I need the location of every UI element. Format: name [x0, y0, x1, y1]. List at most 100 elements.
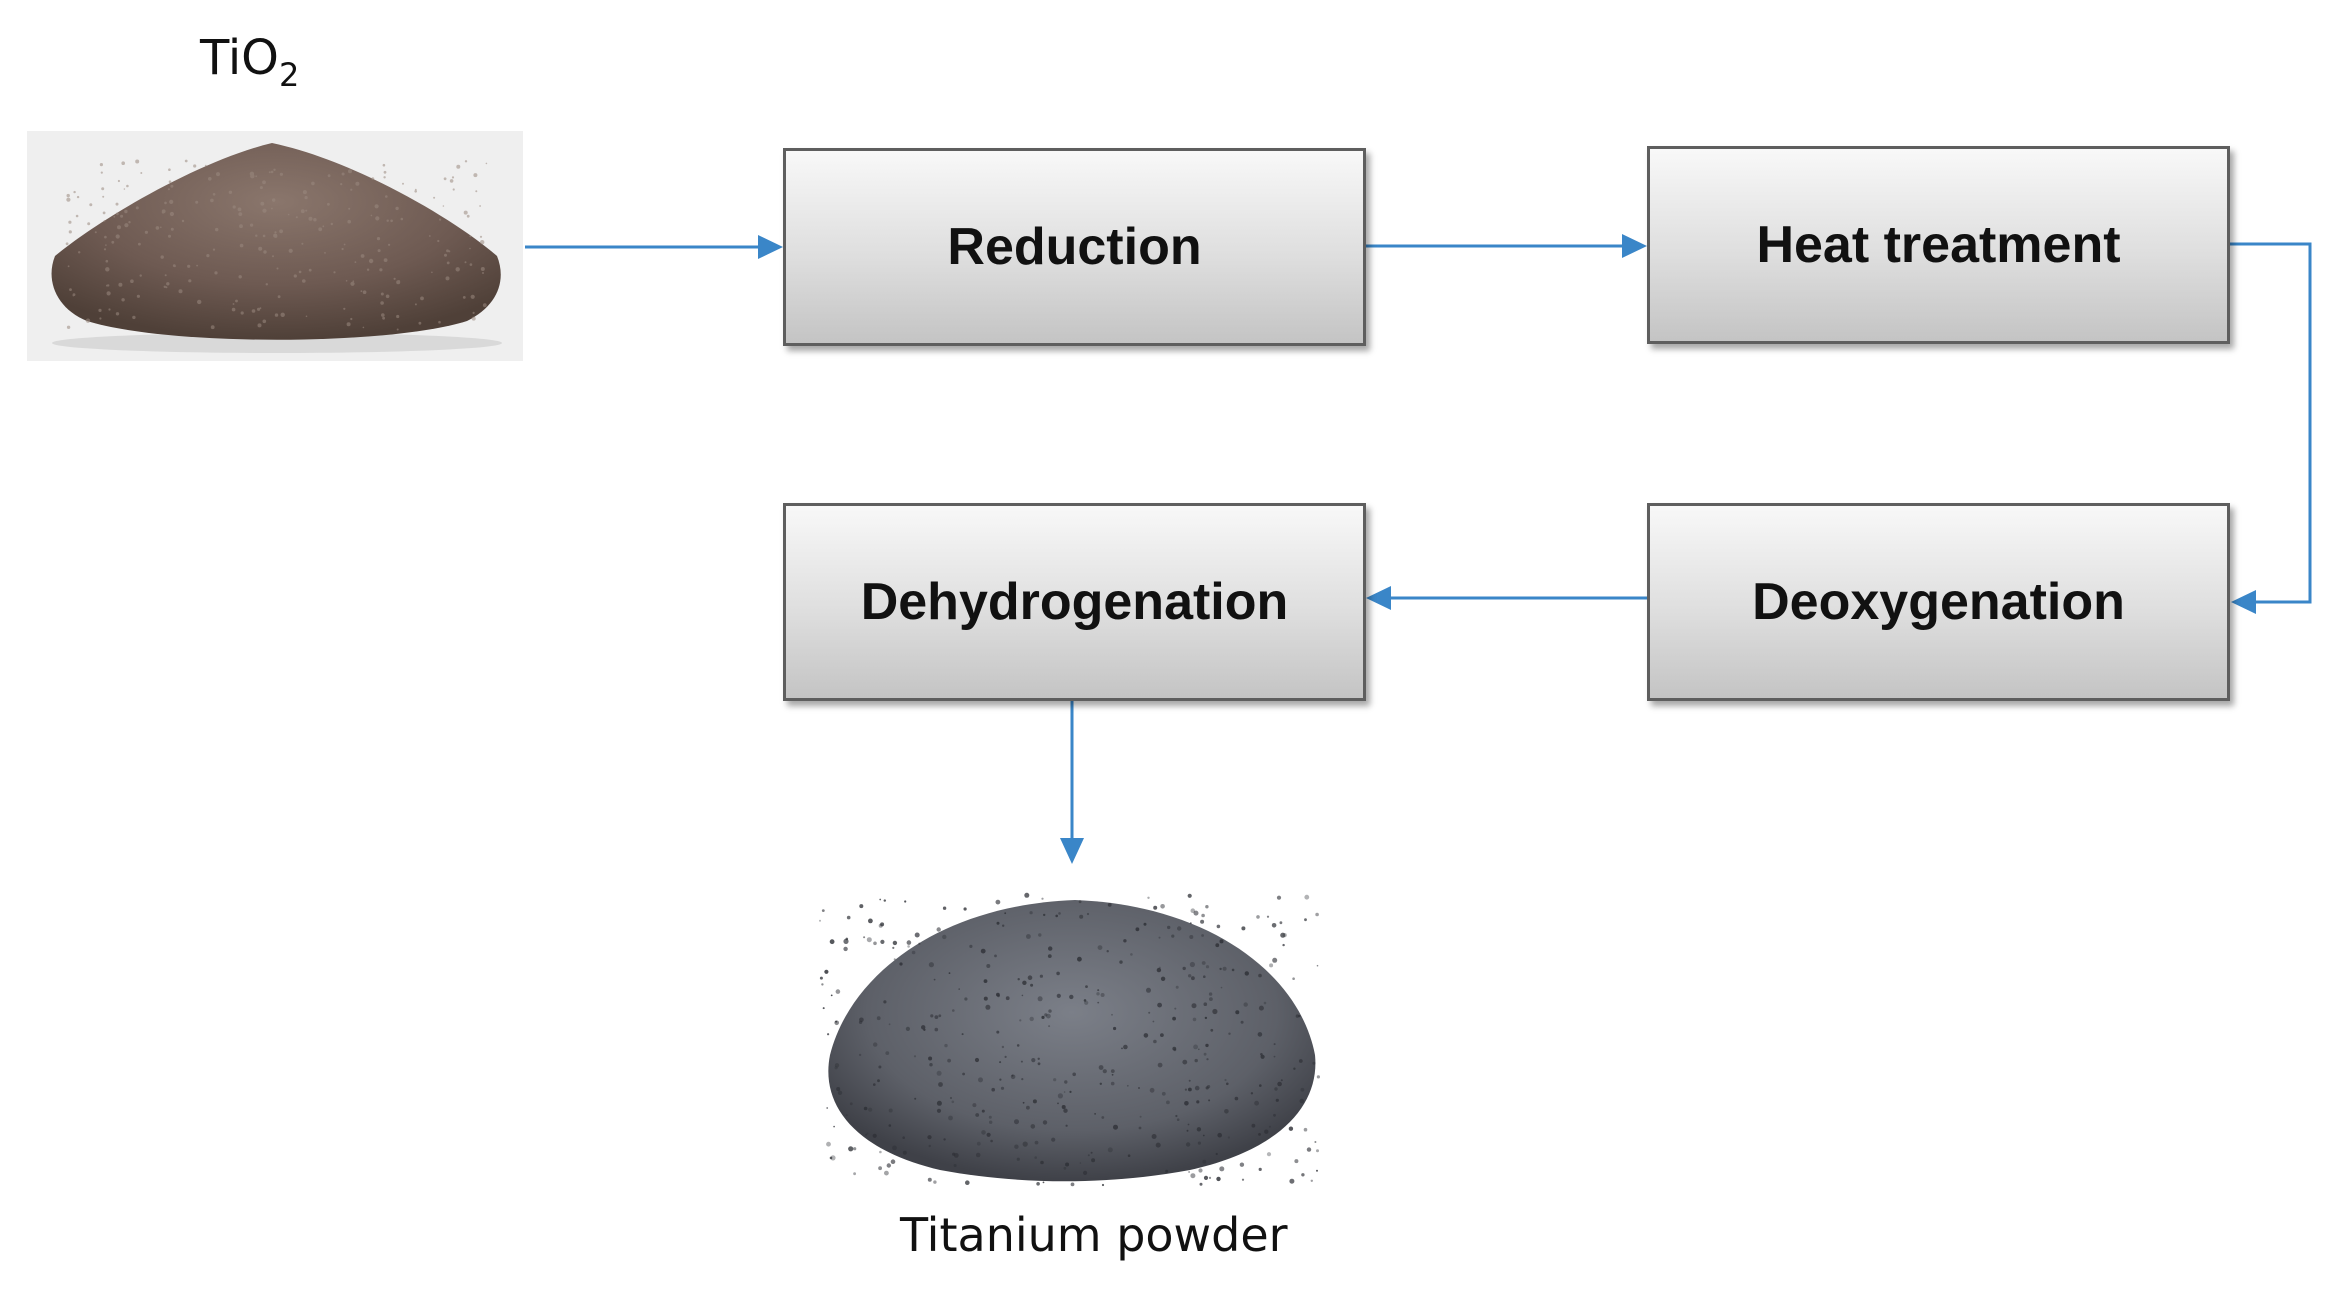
powder-grain	[1257, 1032, 1263, 1037]
powder-grain	[371, 177, 375, 180]
powder-grain	[943, 1138, 946, 1141]
powder-grain	[1030, 983, 1034, 987]
powder-grain	[985, 1004, 991, 1010]
powder-grain	[907, 945, 910, 948]
powder-grain	[437, 239, 440, 243]
powder-grain	[1051, 1137, 1056, 1142]
powder-grain	[1042, 1181, 1045, 1184]
powder-grain	[330, 222, 333, 226]
powder-grain	[1032, 1099, 1037, 1104]
powder-grain	[360, 290, 363, 293]
powder-grain	[1241, 926, 1246, 931]
powder-grain	[350, 188, 353, 191]
powder-grain	[382, 316, 385, 320]
powder-grain	[1019, 1019, 1022, 1022]
powder-grain	[1097, 989, 1100, 992]
powder-grain	[1224, 1109, 1229, 1114]
powder-grain	[885, 1051, 890, 1055]
powder-grain	[1014, 1119, 1019, 1125]
step-heat-treatment-label: Heat treatment	[1756, 216, 2121, 274]
powder-grain	[1188, 974, 1192, 978]
powder-grain	[1194, 1085, 1200, 1091]
powder-grain	[117, 179, 120, 183]
powder-grain	[385, 195, 388, 198]
powder-grain	[479, 235, 483, 238]
powder-grain	[978, 1077, 983, 1083]
powder-grain	[1203, 1002, 1208, 1006]
powder-grain	[251, 309, 256, 313]
powder-grain	[168, 234, 171, 238]
powder-grain	[1017, 978, 1020, 981]
powder-grain	[1203, 1052, 1207, 1056]
powder-grain	[1101, 1183, 1105, 1187]
powder-grain	[1149, 1087, 1155, 1093]
powder-grain	[835, 989, 841, 994]
powder-grain	[1215, 943, 1220, 948]
powder-grain	[1029, 1016, 1034, 1022]
powder-grain	[1034, 1140, 1039, 1145]
powder-grain	[124, 223, 129, 228]
powder-grain	[975, 1113, 980, 1117]
powder-grain	[302, 190, 307, 195]
powder-grain	[308, 268, 312, 272]
powder-grain	[929, 1063, 933, 1067]
powder-grain	[272, 198, 276, 202]
powder-grain	[280, 312, 285, 317]
powder-grain	[1294, 1159, 1299, 1164]
powder-grain	[846, 915, 851, 920]
powder-grain	[1187, 893, 1192, 898]
powder-grain	[1041, 897, 1044, 900]
powder-grain	[1259, 1084, 1262, 1087]
powder-grain	[1064, 1080, 1068, 1084]
powder-grain	[1021, 994, 1024, 997]
powder-grain	[343, 243, 346, 246]
powder-grain	[1205, 905, 1209, 909]
powder-grain	[298, 270, 302, 274]
powder-grain	[1203, 975, 1206, 978]
powder-grain	[1277, 1081, 1282, 1087]
powder-grain	[160, 226, 162, 229]
powder-grain	[300, 209, 305, 214]
powder-grain	[414, 303, 417, 306]
powder-grain	[902, 1136, 905, 1139]
powder-grain	[1160, 1033, 1164, 1037]
powder-grain	[990, 1139, 993, 1143]
titanium-powder-pile	[819, 892, 1320, 1187]
powder-grain	[187, 264, 191, 268]
powder-grain	[1086, 912, 1090, 916]
powder-grain	[868, 918, 873, 924]
powder-grain	[953, 1164, 957, 1167]
powder-grain	[485, 162, 488, 165]
powder-grain	[380, 301, 384, 305]
powder-grain	[1063, 1166, 1067, 1170]
powder-grain	[414, 190, 418, 193]
powder-grain	[1016, 1044, 1020, 1047]
powder-grain	[1199, 1182, 1203, 1186]
powder-grain	[994, 954, 997, 958]
powder-grain	[1083, 1170, 1088, 1175]
step-dehydrogenation-label: Dehydrogenation	[860, 573, 1289, 631]
powder-grain	[972, 1103, 977, 1108]
powder-grain	[1258, 1005, 1264, 1011]
powder-grain	[257, 323, 262, 328]
powder-grain	[240, 311, 244, 315]
powder-grain	[1198, 1048, 1200, 1051]
powder-grain	[1107, 1147, 1113, 1153]
powder-grain	[878, 1166, 882, 1171]
powder-grain	[273, 168, 276, 171]
powder-grain	[1177, 926, 1182, 931]
powder-grain	[305, 209, 308, 212]
powder-grain	[94, 231, 97, 234]
powder-grain	[136, 294, 140, 298]
powder-grain	[1139, 1115, 1142, 1118]
powder-grain	[1315, 912, 1319, 917]
powder-grain	[444, 253, 447, 257]
powder-grain	[1070, 1182, 1075, 1187]
powder-grain	[379, 268, 383, 272]
powder-grain	[480, 267, 485, 271]
powder-grain	[1048, 1009, 1052, 1013]
powder-grain	[1153, 1039, 1157, 1044]
titanium-powder-label: Titanium powder	[900, 1208, 1288, 1262]
powder-grain	[170, 227, 174, 231]
powder-grain	[327, 174, 331, 178]
